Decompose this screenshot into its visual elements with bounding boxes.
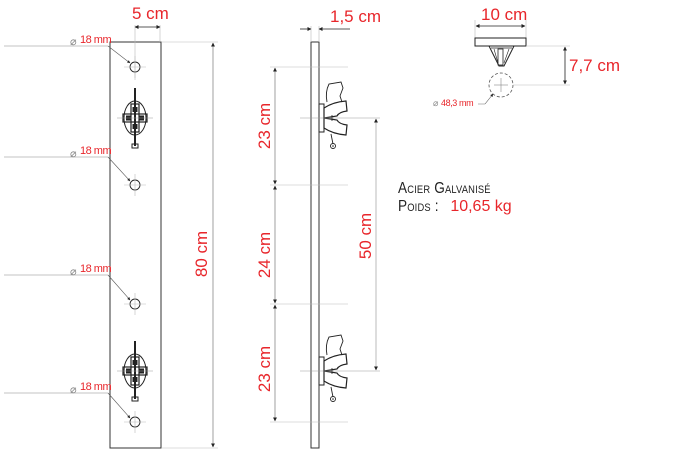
plate-outline: [109, 41, 162, 449]
svg-text:18 mm: 18 mm: [80, 381, 111, 393]
segment-bottom-label: 23 cm: [255, 346, 274, 392]
segment-middle-label: 24 cm: [255, 232, 274, 278]
pipe-diameter-label: 48,3 mm: [441, 98, 473, 108]
plate-side: [310, 41, 320, 449]
hole-callout-2: ⌀ 18 mm: [4, 145, 131, 182]
clamp-front-bottom: [116, 340, 154, 402]
front-height-label: 80 cm: [192, 231, 211, 277]
material-label: Acier Galvanisé: [398, 180, 491, 197]
svg-text:⌀: ⌀: [433, 99, 439, 109]
top-width-label: 10 cm: [481, 5, 527, 24]
specs-block: Acier Galvanisé Poids : 10,65 kg: [398, 180, 512, 216]
svg-text:18 mm: 18 mm: [80, 34, 111, 46]
front-width-label: 5 cm: [132, 4, 169, 23]
top-depth-label: 7,7 cm: [569, 56, 620, 75]
plate-top: [474, 37, 527, 47]
weight-label: Poids :: [398, 198, 439, 215]
hole-callout-1: ⌀ 18 mm: [4, 34, 131, 64]
clamp-side-top: [318, 81, 348, 150]
svg-text:18 mm: 18 mm: [80, 145, 111, 157]
svg-text:⌀: ⌀: [70, 383, 77, 396]
clamp-front-top: [116, 87, 154, 149]
segment-top-label: 23 cm: [255, 103, 274, 149]
clamp-spacing-label: 50 cm: [356, 213, 375, 259]
svg-text:⌀: ⌀: [70, 147, 77, 160]
top-view: 10 cm 7,7 cm ⌀ 48,3 mm: [433, 5, 620, 109]
hole-callout-4: ⌀ 18 mm: [4, 381, 131, 419]
svg-text:18 mm: 18 mm: [80, 263, 111, 275]
hole-callout-3: ⌀ 18 mm: [4, 263, 131, 301]
svg-text:⌀: ⌀: [70, 35, 77, 48]
clamp-side-bottom: [318, 334, 348, 403]
side-view: 1,5 cm 23 cm 24 cm 23 cm 50 cm: [255, 7, 381, 449]
weight-value: 10,65 kg: [450, 198, 512, 215]
front-view: 5 cm 80 cm ⌀ 18 mm ⌀ 18 mm ⌀: [4, 4, 218, 449]
svg-text:⌀: ⌀: [70, 265, 77, 278]
thickness-label: 1,5 cm: [330, 7, 381, 26]
